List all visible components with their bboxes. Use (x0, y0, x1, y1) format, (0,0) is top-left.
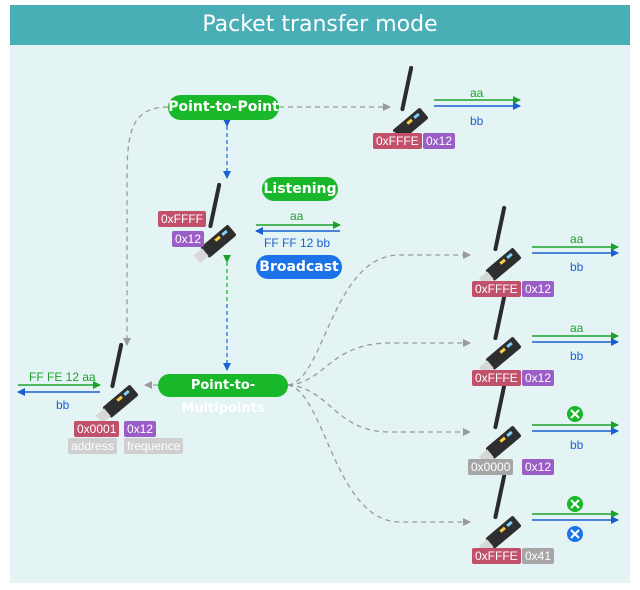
center-address-tag: 0xFFFF (158, 211, 206, 227)
receiver-3-check-mark-icon (567, 406, 583, 422)
page-title: Packet transfer mode (10, 5, 630, 45)
sender-address-tag: 0x0001 (74, 421, 120, 437)
broadcast-label: Broadcast (256, 255, 342, 279)
center-aa-label: aa (290, 209, 304, 223)
p2p-to-sender-connector (123, 106, 169, 346)
multipoint-to-receiver-4-connector (287, 384, 471, 526)
receiver-1-antenna-module-icon (477, 205, 522, 288)
receiver-4-check-mark-icon (567, 496, 583, 512)
sender-antenna-module-icon (94, 342, 139, 425)
p2p-aa-label: aa (470, 86, 484, 100)
receiver-4-cross-mark-icon (567, 526, 583, 542)
receiver-1-frequency-tag: 0x12 (522, 281, 555, 297)
receiver-1-bb-label: bb (570, 260, 584, 274)
point-to-multipoints-label: Point-to-Multipoints (158, 374, 288, 416)
receiver-2-antenna-module-icon (477, 294, 522, 377)
receiver-4-address-tag: 0xFFFE (472, 548, 521, 564)
p2p-address-tag: 0xFFFE (373, 133, 422, 149)
p2p-bb-label: bb (470, 114, 484, 128)
sender-out-label: FF FE 12 aa (29, 370, 96, 384)
multipoint-to-receiver-1-connector (287, 339, 471, 386)
receiver-3-antenna-module-icon (477, 383, 522, 466)
sender-address-caption: address (68, 438, 117, 454)
receiver-4-frequency-tag: 0x41 (522, 548, 555, 564)
receiver-3-address-tag: 0x0000 (468, 459, 514, 475)
receiver-1-aa-label: aa (570, 232, 584, 246)
receiver-3-frequency-tag: 0x12 (522, 459, 555, 475)
sender-in-label: bb (56, 398, 70, 412)
point-to-point-label: Point-to-Point (168, 95, 279, 120)
receiver-4-antenna-module-icon (477, 473, 522, 556)
receiver-2-aa-label: aa (570, 321, 584, 335)
multipoint-to-receiver-3-connector (287, 384, 471, 436)
multipoint-to-center-connector (287, 251, 471, 386)
center-frequency-tag: 0x12 (172, 231, 205, 247)
receiver-3-bb-label: bb (570, 438, 584, 452)
sender-frequency-caption: frequence (124, 438, 184, 454)
receiver-2-frequency-tag: 0x12 (522, 370, 555, 386)
center-out-label: FF FF 12 bb (264, 236, 331, 250)
receiver-1-address-tag: 0xFFFE (472, 281, 521, 297)
sender-frequency-tag: 0x12 (124, 421, 157, 437)
listening-label: Listening (262, 177, 338, 201)
receiver-2-bb-label: bb (570, 349, 584, 363)
receiver-2-address-tag: 0xFFFE (472, 370, 521, 386)
p2p-frequency-tag: 0x12 (423, 133, 456, 149)
